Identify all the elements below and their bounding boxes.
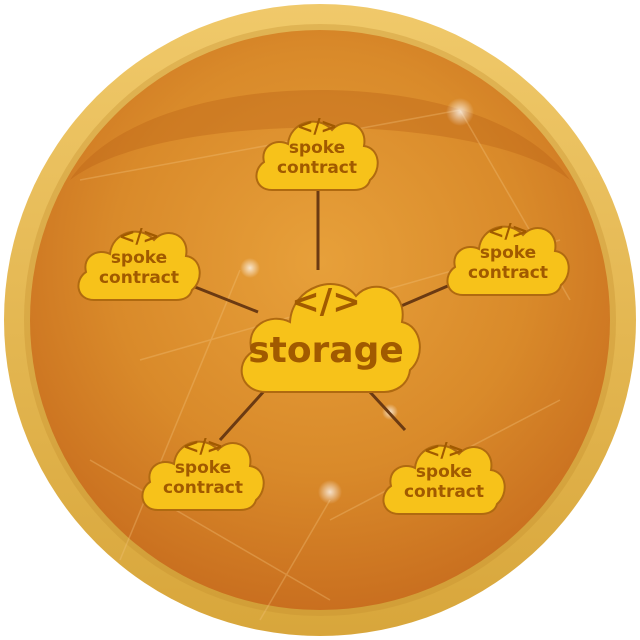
connector-lower-left <box>218 388 267 442</box>
code-icon: </> <box>423 438 465 462</box>
spoke-label-line1: spoke <box>415 462 473 482</box>
code-icon: </> <box>487 219 529 243</box>
code-icon: </> <box>296 114 338 138</box>
spoke-label-line2: contract <box>403 482 485 502</box>
cloud-shape <box>255 120 379 191</box>
spoke-label-line1: spoke <box>288 138 346 158</box>
spoke-label-line1: spoke <box>479 243 537 263</box>
sparkle <box>318 480 342 504</box>
storage-hub-node: </> storage <box>226 252 426 402</box>
code-icon: </> <box>291 282 361 322</box>
spoke-label-line2: contract <box>467 263 549 283</box>
spoke-contract-node-upper-right: </> spoke contract <box>433 205 583 305</box>
sparkle <box>446 98 474 126</box>
cloud-shape <box>446 225 570 296</box>
storage-label: storage <box>248 330 404 371</box>
cloud-shape <box>77 230 201 301</box>
cloud-shape <box>382 444 506 515</box>
top-band <box>70 90 570 180</box>
spoke-label-line1: spoke <box>174 458 232 478</box>
cloud-shape <box>240 283 421 393</box>
spoke-contract-node-upper-left: </> spoke contract <box>64 210 214 310</box>
spoke-label-line1: spoke <box>110 248 168 268</box>
connectors <box>194 185 451 442</box>
spoke-contract-node-top: </> spoke contract <box>242 100 392 200</box>
connector-upper-left <box>194 285 259 314</box>
cloud-shape <box>141 440 265 511</box>
spoke-label-line2: contract <box>98 268 180 288</box>
spoke-label-line2: contract <box>162 478 244 498</box>
connector-lower-right <box>368 390 407 432</box>
code-icon: </> <box>118 224 160 248</box>
spoke-contract-node-lower-left: </> spoke contract <box>128 420 278 520</box>
spoke-label-line2: contract <box>276 158 358 178</box>
spoke-contract-node-lower-right: </> spoke contract <box>369 424 519 524</box>
sparkle <box>240 258 260 278</box>
code-icon: </> <box>182 434 224 458</box>
